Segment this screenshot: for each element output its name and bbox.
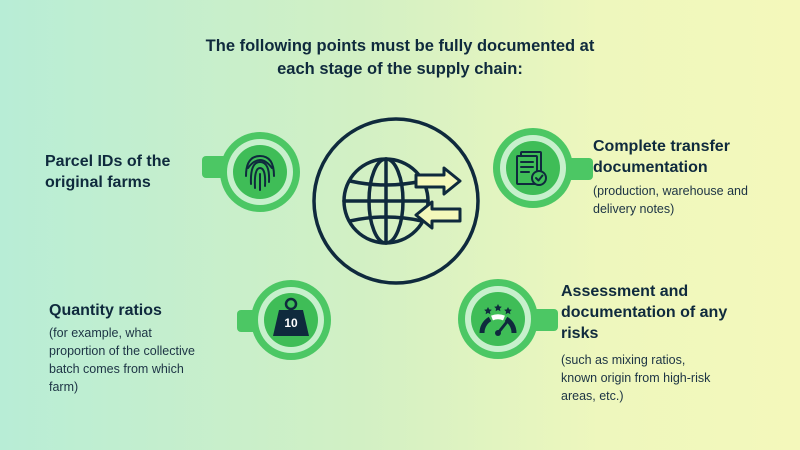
- weight-label: 10: [284, 316, 298, 330]
- title-line-2: each stage of the supply chain:: [277, 60, 523, 78]
- item-quantity-desc: (for example, what proportion of the col…: [49, 324, 195, 396]
- heading-line: Complete transfer: [593, 138, 730, 155]
- desc-line: areas, etc.): [561, 389, 624, 403]
- heading-line: documentation of any: [561, 304, 728, 321]
- desc-line: known origin from high-risk: [561, 371, 711, 385]
- item-quantity-heading: Quantity ratios: [49, 300, 162, 321]
- desc-line: (for example, what: [49, 326, 152, 340]
- desc-line: (production, warehouse and: [593, 184, 748, 198]
- heading-line: risks: [561, 325, 599, 342]
- desc-line: farm): [49, 380, 79, 394]
- risk-gauge-icon: [458, 277, 558, 377]
- desc-line: batch comes from which: [49, 362, 184, 376]
- globe-transfer-icon: [310, 115, 482, 292]
- weight-10-icon: 10: [237, 276, 337, 376]
- item-risk-heading: Assessment and documentation of any risk…: [561, 281, 727, 344]
- heading-line: original farms: [45, 174, 151, 191]
- item-parcel-heading: Parcel IDs of the original farms: [45, 151, 170, 193]
- item-transfer-desc: (production, warehouse and delivery note…: [593, 182, 748, 218]
- documents-check-icon: [493, 128, 593, 228]
- fingerprint-icon: [202, 126, 302, 226]
- heading-line: Parcel IDs of the: [45, 153, 171, 170]
- title-line-1: The following points must be fully docum…: [205, 37, 595, 55]
- heading-line: Quantity ratios: [49, 302, 162, 319]
- heading-line: documentation: [593, 159, 708, 176]
- page-title: The following points must be fully docum…: [150, 35, 650, 81]
- item-risk-desc: (such as mixing ratios, known origin fro…: [561, 351, 710, 405]
- item-transfer-heading: Complete transfer documentation: [593, 136, 730, 178]
- desc-line: proportion of the collective: [49, 344, 195, 358]
- desc-line: delivery notes): [593, 202, 675, 216]
- heading-line: Assessment and: [561, 283, 689, 300]
- desc-line: (such as mixing ratios,: [561, 353, 686, 367]
